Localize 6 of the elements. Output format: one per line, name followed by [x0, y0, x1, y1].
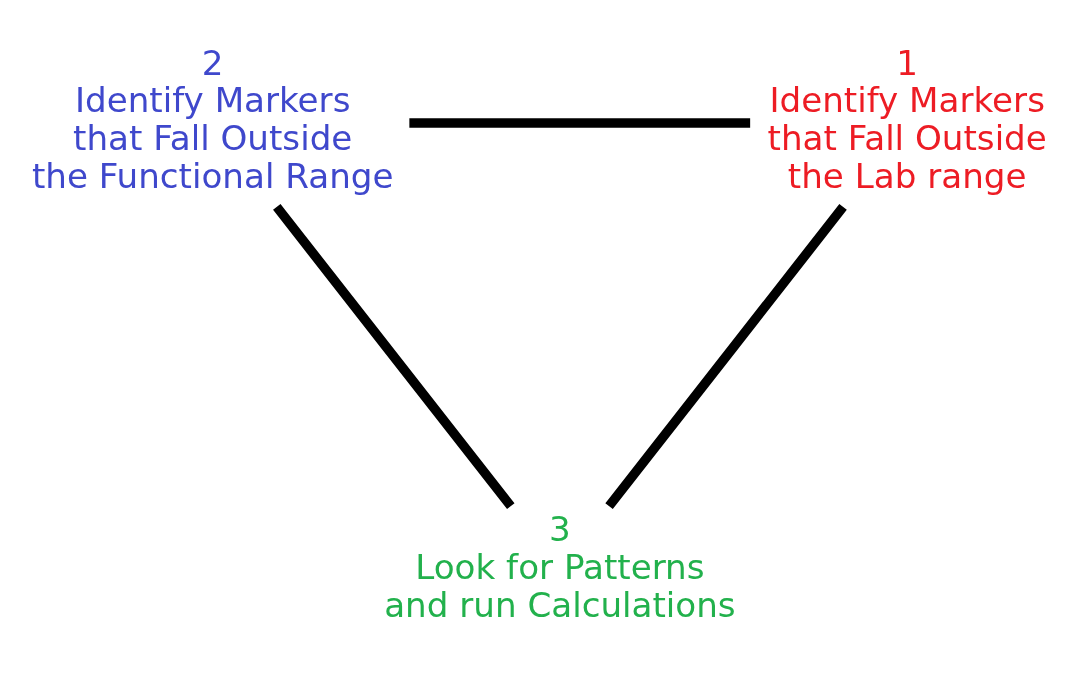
node-text: 3 Look for Patterns and run Calculations — [384, 509, 736, 626]
connector — [605, 204, 847, 510]
connector — [273, 204, 515, 510]
node-text: 2 Identify Markers that Fall Outside the Functional Range — [31, 42, 394, 197]
node-text: 1 Identify Markers that Fall Outside the Lab range — [767, 42, 1047, 197]
connector — [409, 118, 751, 128]
